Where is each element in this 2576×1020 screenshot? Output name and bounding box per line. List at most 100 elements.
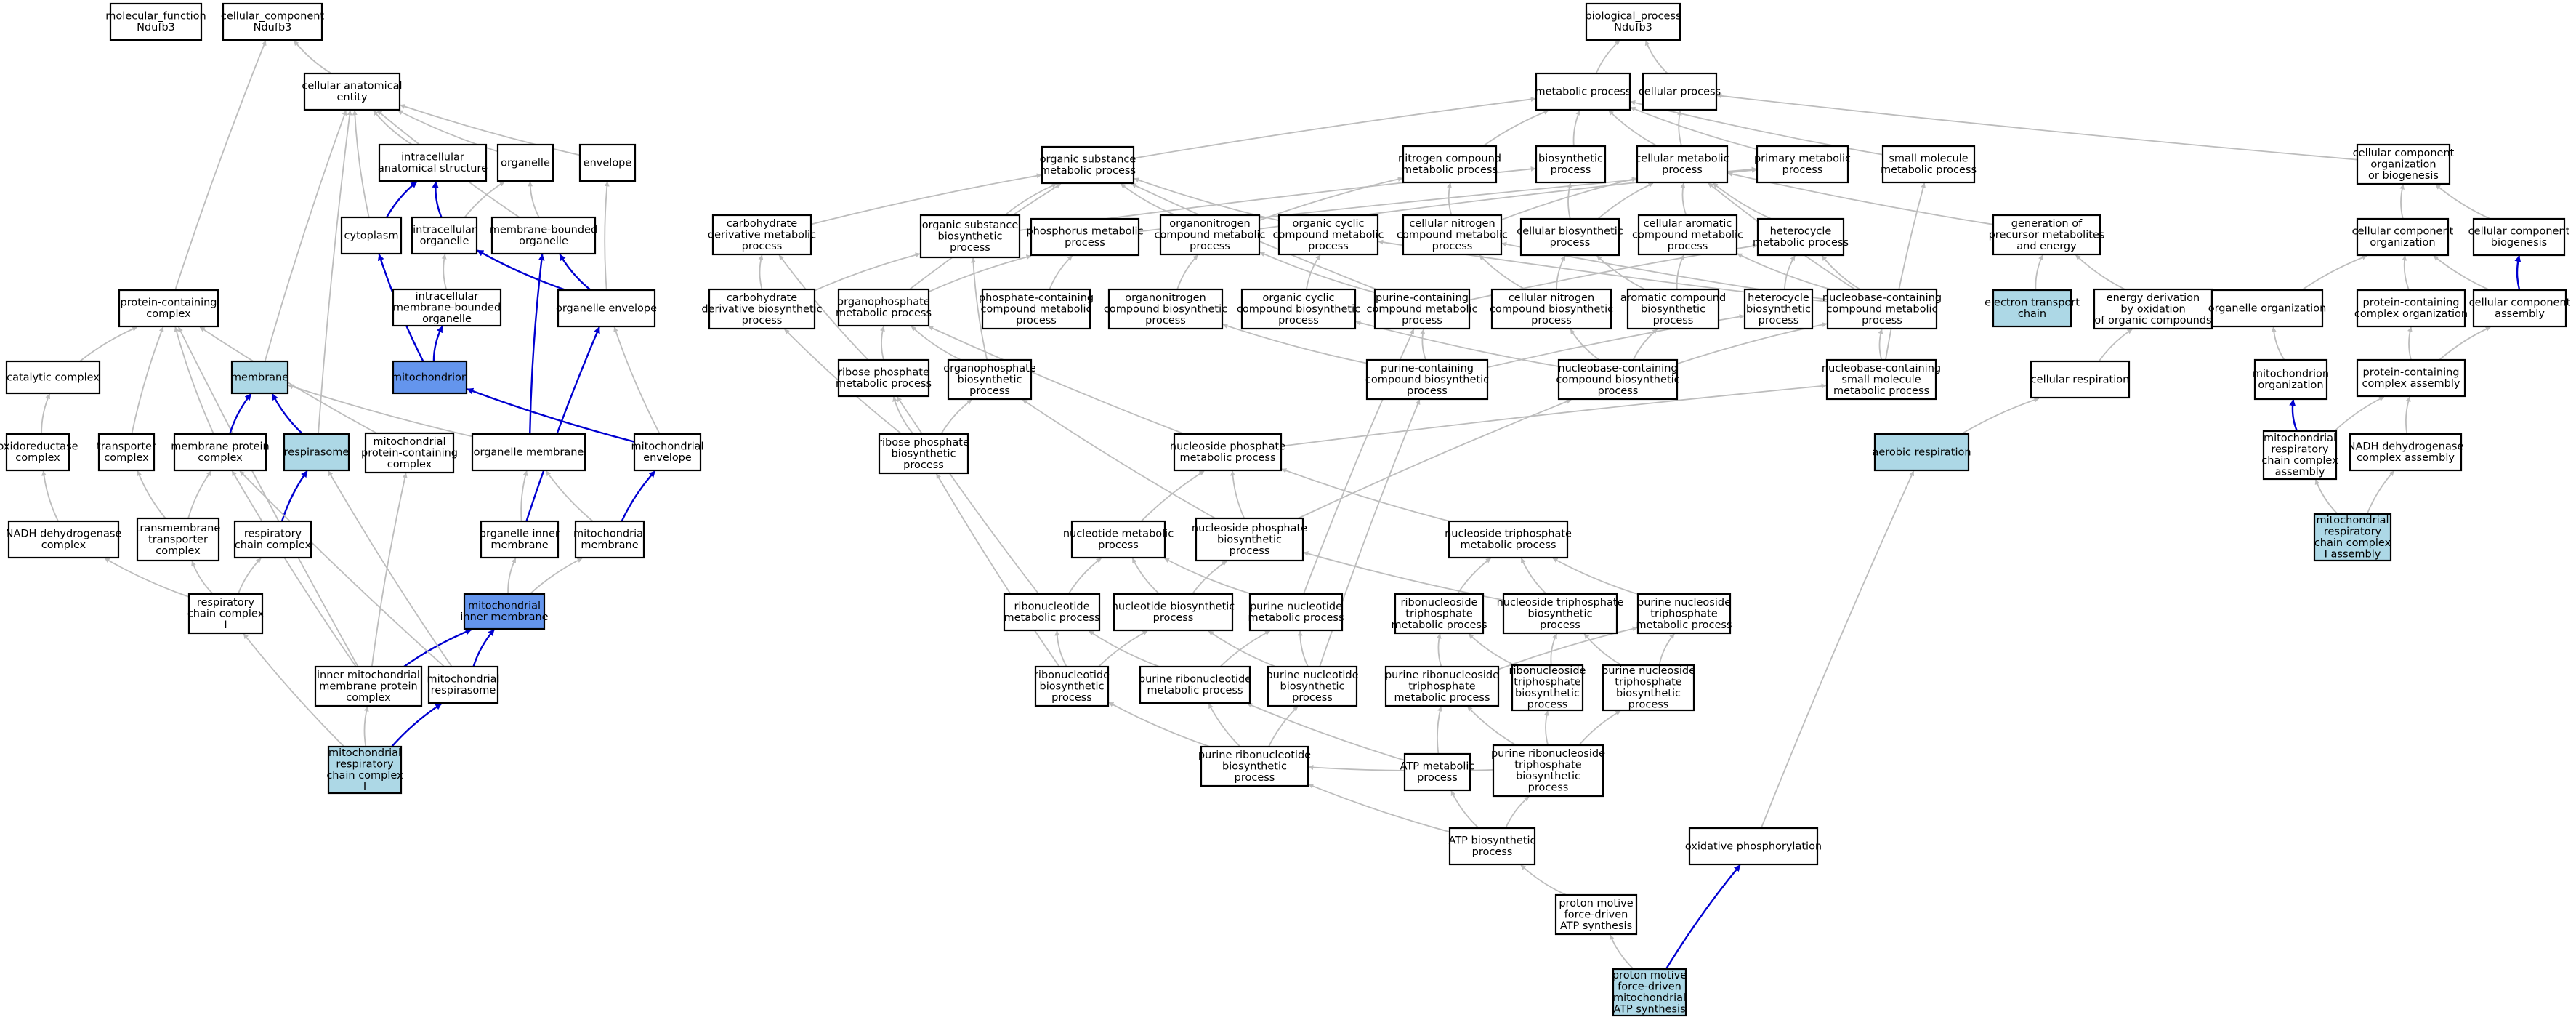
term-node-meta[interactable]: metabolic process [1535, 72, 1631, 111]
term-node-cell[interactable]: cellular process [1639, 72, 1721, 111]
term-node-oxph[interactable]: oxidative phosphorylation [1685, 827, 1822, 866]
term-node-ntpb[interactable]: nucleoside triphosphatebiosyntheticproce… [1497, 593, 1624, 635]
term-node-resp[interactable]: respirasome [283, 433, 350, 472]
term-node-oenv[interactable]: organelle envelope [556, 289, 657, 328]
term-node-aer[interactable]: aerobic respiration [1872, 433, 1971, 472]
term-node-prntpm[interactable]: purine ribonucleosidetriphosphatemetabol… [1384, 665, 1500, 707]
term-node-mem[interactable]: membrane [231, 360, 288, 395]
term-node-org[interactable]: organelle [496, 143, 554, 182]
term-node-cresp[interactable]: cellular respiration [2030, 360, 2131, 399]
term-node-pntpb[interactable]: purine nucleosidetriphosphatebiosyntheti… [1602, 664, 1695, 712]
term-node-rntpb[interactable]: ribonucleosidetriphosphatebiosyntheticpr… [1509, 664, 1586, 712]
term-node-oorg[interactable]: organelle organization [2208, 289, 2327, 328]
term-node-cyt[interactable]: cytoplasm [340, 216, 403, 255]
term-node-om[interactable]: organelle membrane [471, 433, 586, 472]
term-node-mito[interactable]: mitochondrion [392, 360, 468, 395]
term-node-cat[interactable]: catalytic complex [5, 360, 101, 395]
term-node-pmfm[interactable]: proton motiveforce-drivenmitochondrialAT… [1612, 968, 1687, 1017]
